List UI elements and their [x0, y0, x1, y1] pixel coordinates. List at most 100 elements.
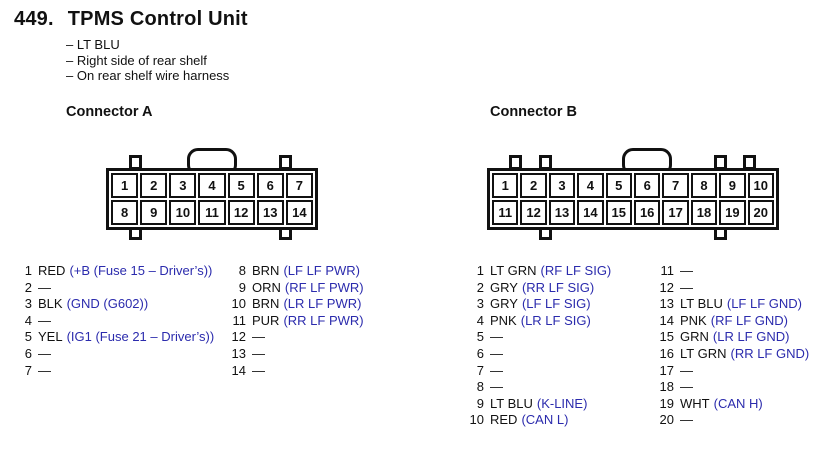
wire-color: WHT — [680, 395, 710, 411]
pin-cavity-4: 4 — [198, 173, 226, 198]
pin-cavity-17: 17 — [662, 200, 689, 225]
pin-number: 11 — [232, 312, 247, 328]
pin-entry: 13— — [226, 346, 364, 363]
wire-color: LT BLU — [680, 296, 723, 312]
pin-entry: 8— — [464, 379, 611, 396]
signal-name: (K-LINE) — [536, 395, 588, 411]
wire-color: LT GRN — [680, 345, 727, 361]
pin-entry: 12— — [654, 280, 809, 297]
signal-name: (+B (Fuse 15 – Driver’s)) — [69, 263, 213, 278]
wire-color: BRN — [252, 263, 280, 278]
pin-entry: 2— — [12, 280, 214, 297]
note-line: – LT BLU — [66, 37, 120, 52]
wire-color: — — [252, 329, 265, 345]
wire-color: GRY — [490, 296, 518, 312]
wire-color: — — [490, 329, 503, 345]
pin-cavity-9: 9 — [719, 173, 746, 198]
signal-name: (IG1 (Fuse 21 – Driver’s)) — [66, 329, 215, 345]
wire-color: PUR — [252, 312, 280, 328]
pin-cavity-2: 2 — [520, 173, 547, 198]
pin-cavity-15: 15 — [605, 200, 632, 225]
wire-color: LT GRN — [490, 263, 537, 278]
signal-name: (CAN H) — [713, 395, 763, 411]
pin-cavity-18: 18 — [690, 200, 718, 225]
pin-cavity-10: 10 — [747, 173, 774, 198]
signal-name: (LR LF PWR) — [283, 296, 362, 312]
pin-cavity-13: 13 — [548, 200, 576, 225]
signal-name: (LR LF SIG) — [520, 312, 591, 328]
signal-name: (LF LF GND) — [726, 296, 802, 312]
pin-number: 7 — [476, 362, 484, 378]
pin-cavity-12: 12 — [520, 200, 547, 225]
page-title: 449. TPMS Control Unit — [14, 8, 248, 31]
pin-cavity-19: 19 — [719, 200, 746, 225]
pin-number: 12 — [231, 329, 246, 345]
pin-cavity-11: 11 — [492, 200, 519, 225]
pin-number: 10 — [469, 412, 484, 428]
pin-entry: 11— — [654, 263, 809, 280]
signal-name: (RF LF PWR) — [284, 279, 364, 295]
pin-entry: 7— — [12, 363, 214, 380]
pin-number: 2 — [24, 279, 32, 295]
pin-entry: 12 — — [226, 329, 364, 346]
pin-cavity-20: 20 — [747, 200, 774, 225]
wire-color: RED — [38, 263, 66, 278]
pin-cavity-8: 8 — [690, 173, 718, 198]
wire-color: — — [38, 312, 51, 328]
connector-a-heading: Connector A — [66, 104, 153, 120]
pin-cavity-4: 4 — [577, 173, 604, 198]
note-line: – On rear shelf wire harness — [66, 68, 230, 83]
wire-color: RED — [490, 412, 518, 428]
pin-cavity-5: 5 — [227, 173, 255, 198]
pin-cavity-11: 11 — [198, 200, 226, 225]
pin-entry: 18— — [654, 379, 809, 396]
pin-number: 6 — [476, 345, 484, 361]
pin-entry: 4 PNK(LR LF SIG) — [464, 313, 611, 330]
pin-number: 9 — [476, 395, 484, 411]
signal-name: (GND (G602)) — [66, 296, 149, 312]
pin-cavity-3: 3 — [548, 173, 576, 198]
pin-entry: 7— — [464, 363, 611, 380]
pin-entry: 5— — [464, 329, 611, 346]
title-text: TPMS Control Unit — [67, 8, 248, 30]
pin-number: 16 — [659, 345, 674, 361]
pin-cavity-1: 1 — [492, 173, 519, 198]
pin-cavity-14: 14 — [577, 200, 604, 225]
wire-color: GRY — [490, 279, 518, 295]
wire-color: — — [680, 379, 693, 395]
wire-color: BLK — [38, 296, 63, 312]
signal-name: (RR LF SIG) — [521, 279, 595, 295]
wire-color: PNK — [490, 312, 517, 328]
pin-number: 12 — [659, 279, 674, 295]
pin-number: 3 — [24, 296, 32, 312]
wire-color: — — [490, 362, 503, 378]
pin-cavity-8: 8 — [111, 200, 139, 225]
location-notes: – LT BLU – Right side of rear shelf – On… — [66, 37, 229, 84]
pin-number: 4 — [476, 312, 484, 328]
signal-name: (LR LF GND) — [712, 329, 790, 345]
wire-color: — — [680, 412, 693, 428]
pin-entry: 20 — — [654, 412, 809, 429]
wire-color: — — [252, 362, 265, 378]
pin-number: 5 — [24, 329, 32, 345]
pin-cavity-6: 6 — [633, 173, 661, 198]
wire-color: GRN — [680, 329, 709, 345]
wire-color: — — [38, 362, 51, 378]
pin-cavity-9: 9 — [140, 200, 168, 225]
pin-number: 20 — [659, 412, 674, 428]
note-line: – Right side of rear shelf — [66, 52, 207, 68]
